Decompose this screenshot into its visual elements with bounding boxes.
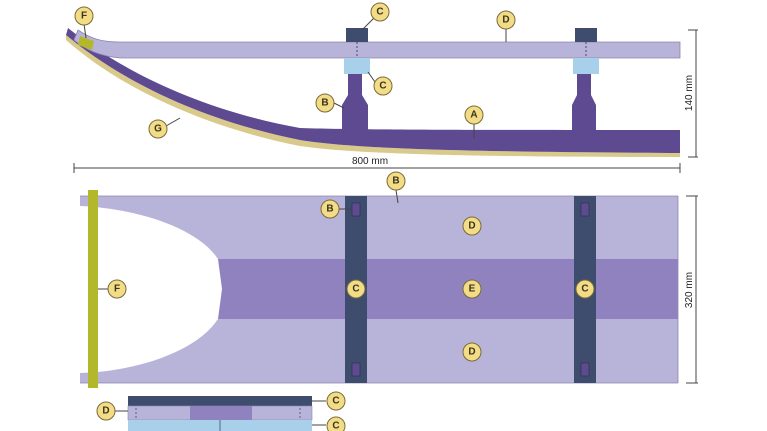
length-dimension: 800 mm	[352, 156, 388, 167]
svg-text:B: B	[326, 204, 333, 215]
runner	[66, 28, 680, 153]
label-e: E	[462, 279, 482, 299]
label-d-lower: D	[462, 342, 482, 362]
label-c-bracket: C	[367, 71, 393, 96]
label-c-front-top: C	[312, 391, 346, 411]
bracket-right	[573, 58, 599, 74]
svg-text:E: E	[469, 284, 476, 295]
slot-top-left	[351, 202, 361, 217]
svg-text:C: C	[332, 396, 339, 407]
label-d-front: D	[96, 401, 128, 421]
label-c-left: C	[346, 279, 366, 299]
svg-text:G: G	[154, 124, 162, 135]
svg-text:D: D	[468, 347, 475, 358]
slot-bottom-right	[580, 362, 590, 377]
label-c-top: C	[361, 2, 390, 31]
front-view: D C C	[96, 391, 346, 431]
svg-text:F: F	[114, 284, 120, 295]
svg-text:B: B	[392, 176, 399, 187]
svg-text:C: C	[581, 284, 588, 295]
svg-text:C: C	[376, 7, 383, 18]
side-view: 140 mm 800 mm F C D C B	[66, 2, 698, 173]
svg-text:C: C	[352, 284, 359, 295]
label-c-right: C	[575, 279, 595, 299]
slot-bottom-left	[351, 362, 361, 377]
label-d-upper: D	[462, 216, 482, 236]
post-right	[572, 74, 596, 130]
post-left	[342, 74, 368, 130]
front-cutout	[80, 206, 222, 373]
slot-top-right	[580, 202, 590, 217]
bracket-left	[344, 58, 370, 74]
front-crossbar	[128, 396, 312, 406]
svg-text:D: D	[502, 15, 509, 26]
label-b-side: B	[315, 93, 345, 113]
label-b-top: B	[386, 171, 406, 204]
front-bar	[88, 190, 98, 388]
svg-text:B: B	[321, 98, 328, 109]
front-block	[78, 36, 94, 50]
label-a: A	[464, 105, 484, 138]
label-g: G	[148, 117, 181, 139]
svg-text:D: D	[102, 406, 109, 417]
height-dimension: 140 mm	[684, 75, 695, 111]
crossbar-top-right	[575, 28, 597, 42]
front-center-strip	[190, 406, 252, 420]
label-f-top: F	[98, 279, 127, 299]
svg-text:F: F	[81, 11, 87, 22]
label-d-side: D	[496, 10, 516, 42]
label-f-side: F	[74, 6, 94, 39]
svg-text:C: C	[332, 421, 339, 431]
svg-text:A: A	[470, 110, 477, 121]
width-dimension: 320 mm	[684, 272, 695, 308]
label-c-front-bottom: C	[312, 416, 346, 431]
svg-text:C: C	[379, 81, 386, 92]
svg-text:D: D	[468, 221, 475, 232]
top-view: 320 mm B B D E D C C	[80, 171, 698, 388]
label-b-slot: B	[320, 199, 351, 219]
crossbar-top-left	[346, 28, 368, 42]
